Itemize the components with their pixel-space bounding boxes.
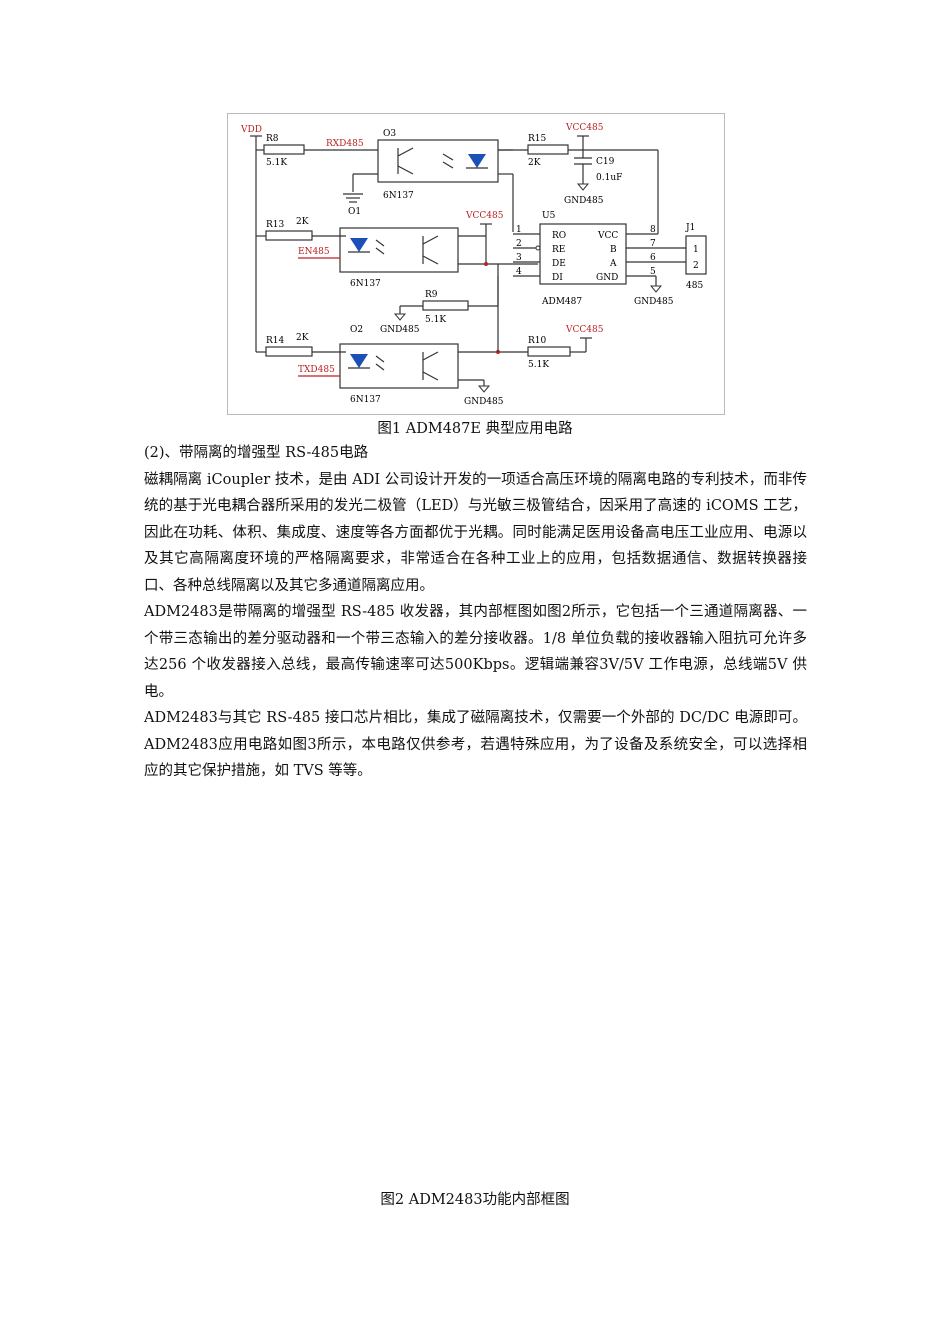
vdd-label: VDD	[240, 125, 262, 135]
gnd485-bottom-label: GND485	[464, 397, 504, 407]
u5-label: U5	[542, 211, 556, 221]
r13-value: 2K	[296, 217, 309, 227]
pin-num-7: 7	[650, 239, 656, 249]
pin-vcc: VCC	[597, 231, 618, 241]
gnd485-right-label: GND485	[634, 297, 674, 307]
pin-num-5: 5	[650, 267, 656, 277]
c19-value: 0.1uF	[596, 173, 622, 183]
j1-name: 485	[686, 281, 703, 291]
en485-label: EN485	[298, 247, 330, 257]
pin-num-6: 6	[650, 253, 656, 263]
pin-ro: RO	[552, 231, 566, 241]
pin-b: B	[610, 245, 617, 255]
gnd485-r9-label: GND485	[380, 325, 420, 335]
section-heading: (2)、带隔离的增强型 RS-485电路	[144, 445, 369, 461]
r15-label: R15	[528, 134, 547, 144]
o1-label: O1	[348, 207, 361, 217]
mid-part-label: 6N137	[350, 279, 381, 289]
o3-label: O3	[383, 129, 396, 139]
pin-num-1: 1	[516, 225, 522, 235]
o2-label: O2	[350, 325, 363, 335]
paragraph-adm2483-intro: ADM2483是带隔离的增强型 RS-485 收发器，其内部框图如图2所示，它包…	[144, 604, 807, 700]
rxd485-label: RXD485	[326, 139, 364, 149]
gnd485-top-label: GND485	[564, 196, 604, 206]
pin-de: DE	[552, 259, 566, 269]
pin-di: DI	[552, 273, 563, 283]
vcc485-mid-label: VCC485	[465, 211, 504, 221]
r10-label: R10	[528, 336, 547, 346]
r14-label: R14	[266, 336, 285, 346]
txd485-label: TXD485	[298, 365, 335, 375]
r15-value: 2K	[528, 158, 541, 168]
pin-num-3: 3	[516, 253, 522, 263]
body-text: (2)、带隔离的增强型 RS-485电路 磁耦隔离 iCoupler 技术，是由…	[144, 440, 807, 785]
j1-label: J1	[685, 223, 695, 233]
pin-num-2: 2	[516, 239, 522, 249]
ic-name: ADM487	[541, 297, 582, 307]
r10-value: 5.1K	[528, 360, 549, 370]
r13-label: R13	[266, 220, 285, 230]
figure1-caption: 图1 ADM487E 典型应用电路	[377, 421, 573, 437]
r8-label: R8	[266, 134, 279, 144]
vcc485-top-label: VCC485	[565, 123, 604, 133]
figure2-caption: 图2 ADM2483功能内部框图	[380, 1192, 570, 1208]
o3-part: 6N137	[383, 191, 414, 201]
pin-num-4: 4	[516, 267, 522, 277]
pin-re: RE	[552, 245, 565, 255]
vcc485-bottom-label: VCC485	[565, 325, 604, 335]
j1-pin1: 1	[693, 245, 699, 255]
j1-pin2: 2	[693, 261, 699, 271]
r9-value: 5.1K	[425, 315, 446, 325]
pin-a: A	[609, 259, 617, 269]
r14-value: 2K	[296, 333, 309, 343]
pin-num-8: 8	[650, 225, 656, 235]
r8-value: 5.1K	[266, 158, 287, 168]
pin-gnd: GND	[596, 273, 618, 283]
o2-part-label: 6N137	[350, 395, 381, 405]
c19-label: C19	[596, 157, 615, 167]
r9-label: R9	[425, 290, 438, 300]
figure1-circuit-diagram: VDD R8 5.1K RXD485 O3 6N137 O1 R15 2K VC…	[227, 113, 725, 415]
paragraph-icoupler: 磁耦隔离 iCoupler 技术，是由 ADI 公司设计开发的一项适合高压环境的…	[144, 471, 807, 594]
paragraph-adm2483-application: ADM2483与其它 RS-485 接口芯片相比，集成了磁隔离技术，仅需要一个外…	[144, 710, 807, 779]
